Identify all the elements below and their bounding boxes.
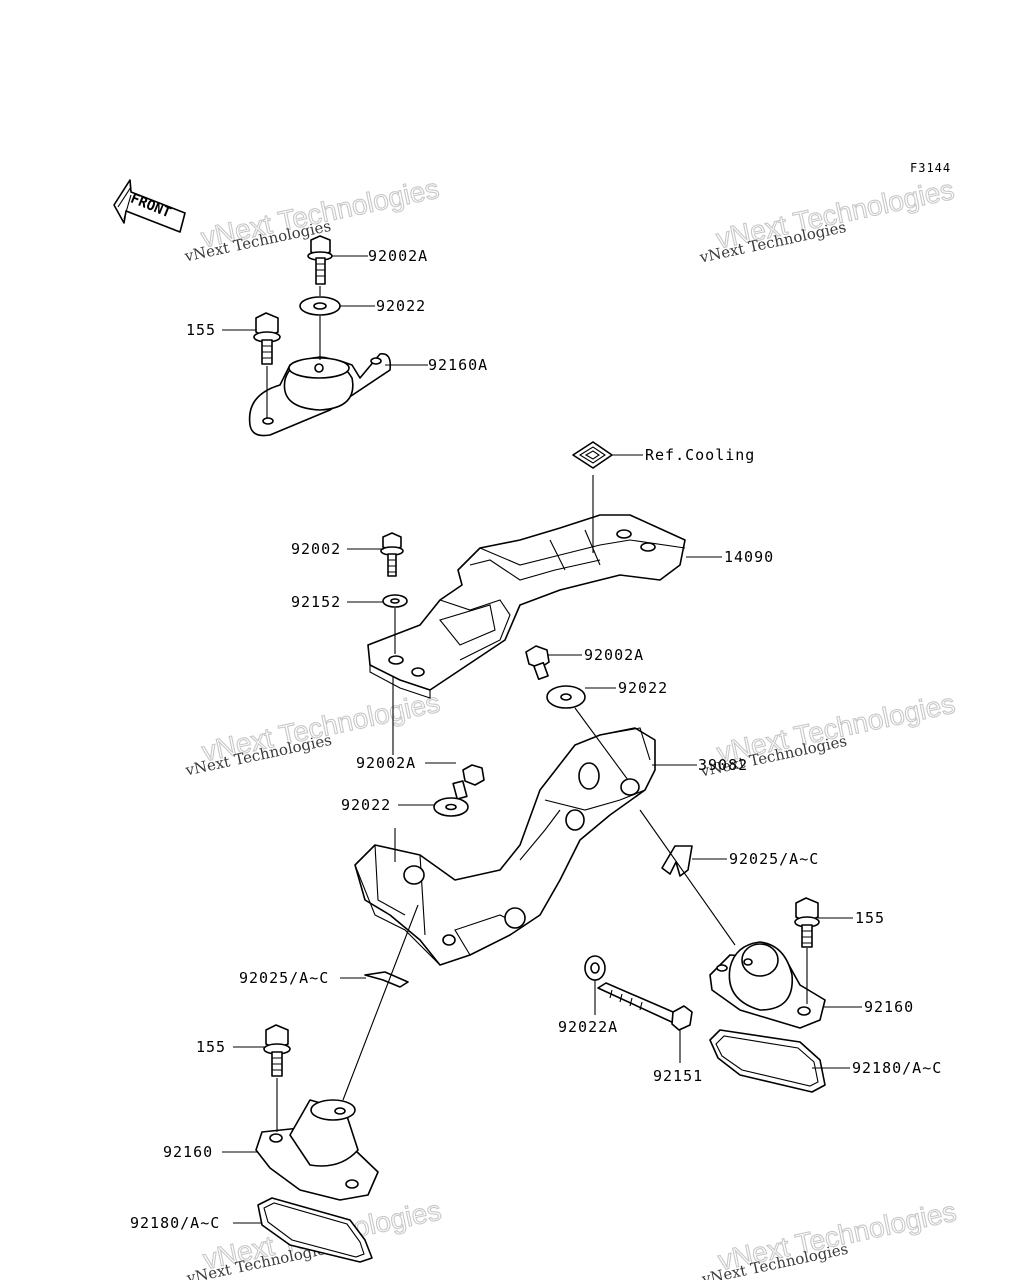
engine-bracket-39082 [354,727,656,966]
lower-mount-92160 [255,1099,379,1201]
label-right-bolt: 92002A [584,646,644,664]
lower-washer-92022A [584,955,606,981]
watermark-bottom-right: vNext Technologies vNext Technologies [699,1195,959,1280]
ref-cooling-icon [572,441,613,469]
label-bracket-bolt: 92002 [291,540,341,558]
label-lower-washer: 92022A [558,1018,618,1036]
watermark-top-right: vNext Technologies vNext Technologies [697,173,957,266]
label-right-plate: 92180/A~C [852,1059,942,1077]
right-mount-92160 [709,941,826,1029]
top-stud-155 [253,312,281,365]
bracket-guide [392,608,396,755]
label-ref-cooling: Ref.Cooling [645,446,755,464]
label-lower-mount: 92160 [163,1143,213,1161]
top-washer-92022 [299,296,341,316]
label-right-washer: 92022 [618,679,668,697]
right-bolt-92002A [525,645,550,681]
left-shim-92025 [364,971,409,988]
lower-guides [276,904,419,1132]
label-right-stud: 155 [855,909,885,927]
label-top-bolt: 92002A [368,247,428,265]
bracket-14090 [367,514,686,699]
lower-plate-92180 [257,1197,373,1263]
long-bolt-92151 [597,982,693,1031]
figure-code: F3144 [910,161,951,175]
label-left-shim: 92025/A~C [239,969,329,987]
right-shim-92025 [661,845,693,877]
label-bracket: 14090 [724,548,774,566]
label-lower-plate: 92180/A~C [130,1214,220,1232]
label-top-washer: 92022 [376,297,426,315]
label-bracket-washer: 92152 [291,593,341,611]
right-guides [639,809,808,1004]
right-washer-92022 [546,685,586,709]
front-arrow-icon: FRONT [113,179,186,233]
label-top-stud: 155 [186,321,216,339]
lower-stud-155 [263,1024,291,1077]
right-stud-155 [794,897,820,948]
leader-lines [222,255,862,1224]
left-washer-92022 [433,797,469,817]
right-plate-92180 [709,1029,826,1093]
label-right-mount: 92160 [864,998,914,1016]
label-right-shim: 92025/A~C [729,850,819,868]
label-left-washer: 92022 [341,796,391,814]
top-bolt-92002A [307,235,333,285]
label-long-bolt: 92151 [653,1067,703,1085]
label-engine-bracket: 39082 [698,756,748,774]
bracket-washer-92152 [382,594,408,608]
top-mount-92160A [248,353,392,437]
bracket-bolt-92002 [380,532,404,577]
label-bracket-mount-bolt: 92002A [356,754,416,772]
label-top-mount: 92160A [428,356,488,374]
top-dashed-guides [266,286,321,418]
label-lower-stud: 155 [196,1038,226,1056]
left-bolt-92002A [452,764,485,800]
